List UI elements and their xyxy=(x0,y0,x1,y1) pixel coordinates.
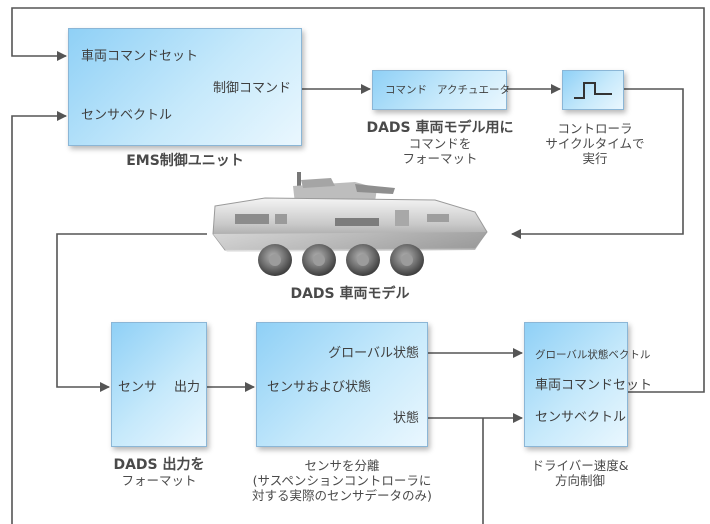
ems-input-sensor-vector: センサベクトル xyxy=(81,108,173,123)
separate-input-sensor-and-state: センサおよび状態 xyxy=(267,380,372,395)
separate-output-global-state: グローバル状態 xyxy=(328,346,419,361)
clock-caption-line-1: コントローラ xyxy=(557,121,633,136)
format-caption-line-3: フォーマット xyxy=(402,151,478,166)
output-caption-line-1: DADS 出力を xyxy=(113,457,205,473)
controller-cycle-block xyxy=(562,70,624,110)
format-label-actuator: アクチュエータ xyxy=(437,84,510,96)
command-format-block: コマンド アクチュエータ xyxy=(372,70,510,110)
wire-clock-to-vehicle xyxy=(511,88,684,239)
output-caption: DADS 出力を フォーマット xyxy=(84,457,234,489)
armored-vehicle-image xyxy=(212,172,488,276)
driver-caption: ドライバー速度& 方向制御 xyxy=(512,458,648,488)
ems-output-control-command: 制御コマンド xyxy=(212,81,291,96)
format-caption-line-2: コマンドを xyxy=(408,136,472,151)
driver-input-sensor-vector: センサベクトル xyxy=(535,410,627,425)
format-caption: DADS 車両モデル用に コマンドを フォーマット xyxy=(345,120,535,167)
separate-caption-line-1: センサを分離 xyxy=(304,458,380,473)
driver-caption-line-2: 方向制御 xyxy=(554,473,605,488)
driver-input-global-state-vector: グローバル状態ベクトル xyxy=(535,349,651,361)
clock-caption-line-2: サイクルタイムで xyxy=(545,136,645,151)
separate-output-state: 状態 xyxy=(392,411,419,426)
pulse-wave-icon xyxy=(574,82,612,99)
sensor-separation-block: グローバル状態 センサおよび状態 状態 xyxy=(256,322,428,447)
wire-vehicle-command-feedback xyxy=(11,7,705,393)
clock-caption: コントローラ サイクルタイムで 実行 xyxy=(540,121,650,166)
output-label-output: 出力 xyxy=(174,380,201,395)
output-label-sensor: センサ xyxy=(118,380,158,395)
output-caption-line-2: フォーマット xyxy=(121,473,197,488)
clock-caption-line-3: 実行 xyxy=(582,151,608,166)
ems-input-vehicle-command-set: 車両コマンドセット xyxy=(81,49,199,64)
format-caption-line-1: DADS 車両モデル用に xyxy=(366,120,514,136)
separate-caption-line-3: 対する実際のセンサデータのみ) xyxy=(252,488,432,503)
wire-vehicle-to-output xyxy=(56,233,207,392)
driver-control-block: グローバル状態ベクトル 車両コマンドセット センサベクトル xyxy=(524,322,652,447)
separate-caption-line-2: (サスペンションコントローラに xyxy=(252,473,432,488)
separate-caption: センサを分離 (サスペンションコントローラに 対する実際のセンサデータのみ) xyxy=(218,458,466,503)
format-label-command: コマンド xyxy=(385,84,427,96)
output-format-block: センサ 出力 xyxy=(111,322,207,447)
ems-caption: EMS制御ユニット xyxy=(126,153,244,169)
ems-control-unit-block: 車両コマンドセット 制御コマンド センサベクトル xyxy=(68,28,302,146)
wire-sensor-vector-feedback xyxy=(11,111,67,524)
driver-output-vehicle-command-set: 車両コマンドセット xyxy=(535,378,653,393)
vehicle-model-caption: DADS 車両モデル xyxy=(290,286,410,302)
driver-caption-line-1: ドライバー速度& xyxy=(531,458,629,473)
